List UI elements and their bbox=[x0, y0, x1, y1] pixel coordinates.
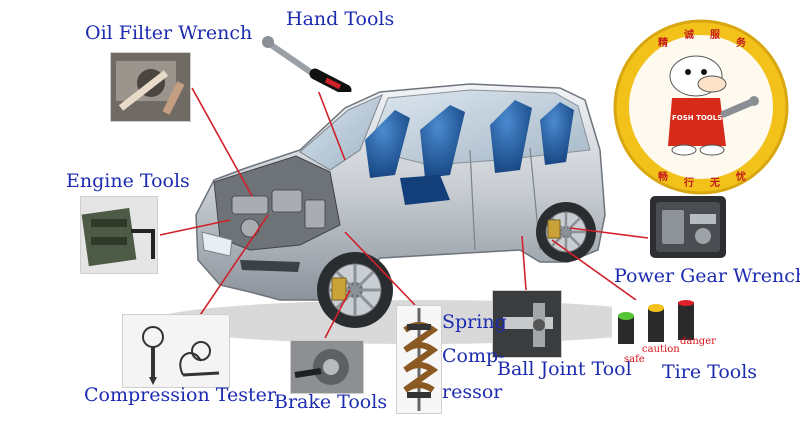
spring-compressor-photo bbox=[396, 305, 442, 414]
logo-top-char-2: 诚 bbox=[684, 30, 694, 41]
label-tire-tools: Tire Tools bbox=[662, 361, 758, 383]
brake-tools-photo bbox=[290, 340, 364, 394]
front-wheel bbox=[317, 252, 393, 328]
logo-top-char-1: 精 bbox=[658, 38, 668, 49]
label-spring-compressor-line-1: Spring bbox=[442, 311, 507, 333]
power-gear-wrench-photo bbox=[648, 192, 730, 264]
logo-bottom-char-4: 忧 bbox=[736, 172, 746, 183]
hand-tools-photo bbox=[260, 28, 352, 92]
label-hand-tools: Hand Tools bbox=[286, 8, 395, 30]
rear-wheel bbox=[536, 202, 596, 262]
blue-seats bbox=[365, 100, 574, 205]
label-spring-compressor-line-3: ressor bbox=[442, 381, 503, 403]
gauge-caption-danger: danger bbox=[680, 336, 716, 347]
engine-tools-photo bbox=[80, 196, 158, 274]
compression-tester-photo bbox=[122, 314, 230, 388]
gauge-caption-safe: safe bbox=[624, 354, 645, 365]
label-ball-joint-tool: Ball Joint Tool bbox=[497, 358, 632, 380]
logo-shirt-text: FOSH TOOLS bbox=[672, 114, 723, 122]
ball-joint-tool-photo bbox=[492, 290, 562, 358]
label-engine-tools: Engine Tools bbox=[66, 170, 190, 192]
fosh-tools-logo: 精 诚 服 务 FOSH TOOLS 畅 行 无 忧 bbox=[612, 18, 790, 196]
label-compression-tester: Compression Tester bbox=[84, 384, 276, 406]
logo-top-char-4: 务 bbox=[736, 38, 746, 49]
label-brake-tools: Brake Tools bbox=[274, 391, 388, 413]
logo-bottom-char-1: 畅 bbox=[658, 172, 668, 183]
label-spring-compressor-line-2: Comp- bbox=[442, 345, 505, 367]
label-power-gear-wrench: Power Gear Wrench bbox=[614, 265, 800, 287]
gauge-caption-caution: caution bbox=[642, 344, 680, 355]
tire-gauges-photo bbox=[612, 300, 698, 346]
logo-top-char-3: 服 bbox=[710, 30, 720, 41]
label-oil-filter-wrench: Oil Filter Wrench bbox=[85, 22, 253, 44]
logo-bottom-char-3: 无 bbox=[710, 178, 720, 189]
oil-filter-wrench-photo bbox=[110, 52, 191, 122]
logo-bottom-char-2: 行 bbox=[684, 178, 694, 189]
